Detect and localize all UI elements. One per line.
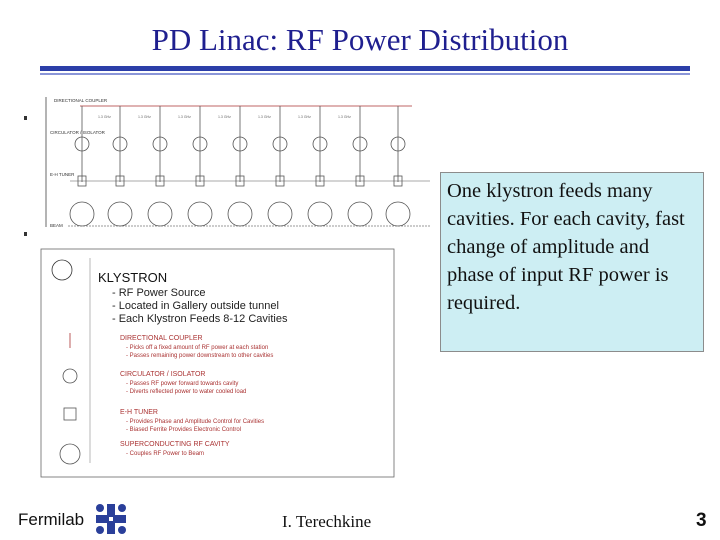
station-8 bbox=[347, 106, 373, 227]
klystron-line: - Each Klystron Feeds 8-12 Cavities bbox=[112, 313, 288, 325]
rf-distribution-schematic: DIRECTIONAL COUPLER 1.3 GHz 1.3 GHz 1.3 … bbox=[45, 97, 430, 228]
legend-item-line: - Picks off a fixed amount of RF power a… bbox=[126, 345, 268, 351]
station-9 bbox=[385, 106, 411, 227]
legend-item-coupler: DIRECTIONAL COUPLER - Picks off a fixed … bbox=[69, 333, 273, 359]
legend-item-line: - Passes RF power forward towards cavity bbox=[126, 381, 238, 387]
station-3 bbox=[147, 106, 173, 227]
svg-text:1.3 GHz: 1.3 GHz bbox=[138, 115, 151, 119]
svg-text:1.3 GHz: 1.3 GHz bbox=[298, 115, 311, 119]
legend-item-line: - Biased Ferrite Provides Electronic Con… bbox=[126, 427, 241, 433]
svg-text:1.3 GHz: 1.3 GHz bbox=[218, 115, 231, 119]
beam-label: BEAM bbox=[50, 223, 63, 228]
station-4 bbox=[187, 106, 213, 227]
station-2 bbox=[107, 106, 133, 227]
svg-text:1.3 GHz: 1.3 GHz bbox=[338, 115, 351, 119]
legend-item-circulator: CIRCULATOR / ISOLATOR - Passes RF power … bbox=[62, 368, 246, 395]
circulator-label: CIRCULATOR / ISOLATOR bbox=[50, 130, 106, 135]
presenter-name: I. Terechkine bbox=[282, 512, 372, 531]
fermilab-logo-icon bbox=[96, 504, 126, 534]
station-5 bbox=[227, 106, 253, 227]
svg-text:1.3 GHz: 1.3 GHz bbox=[258, 115, 271, 119]
legend-item-title: DIRECTIONAL COUPLER bbox=[120, 335, 203, 342]
slide-title: PD Linac: RF Power Distribution bbox=[151, 22, 569, 57]
legend-item-tuner: E-H TUNER - Provides Phase and Amplitude… bbox=[63, 407, 264, 433]
station-6 bbox=[267, 106, 293, 227]
klystron-icon bbox=[51, 259, 73, 281]
klystron-title: KLYSTRON bbox=[98, 270, 167, 285]
page-number: 3 bbox=[696, 510, 707, 531]
svg-text:1.3 GHz: 1.3 GHz bbox=[98, 115, 111, 119]
legend-item-line: - Passes remaining power downstream to o… bbox=[126, 353, 273, 359]
component-legend-panel: KLYSTRON - RF Power Source - Located in … bbox=[40, 248, 395, 478]
klystron-line: - Located in Gallery outside tunnel bbox=[112, 300, 279, 312]
station-headers: 1.3 GHz 1.3 GHz 1.3 GHz 1.3 GHz 1.3 GHz … bbox=[98, 115, 351, 119]
station-1 bbox=[69, 106, 95, 227]
legend-item-title: CIRCULATOR / ISOLATOR bbox=[120, 371, 205, 378]
coupler-label: DIRECTIONAL COUPLER bbox=[54, 98, 108, 103]
bullet-marker bbox=[24, 116, 27, 120]
callout-box: One klystron feeds many cavities. For ea… bbox=[440, 172, 704, 352]
legend-item-line: - Diverts reflected power to water coole… bbox=[126, 389, 246, 395]
svg-text:1.3 GHz: 1.3 GHz bbox=[178, 115, 191, 119]
title-rule-light bbox=[40, 73, 690, 75]
klystron-line: - RF Power Source bbox=[112, 287, 206, 299]
legend-item-title: E-H TUNER bbox=[120, 409, 158, 416]
legend-item-title: SUPERCONDUCTING RF CAVITY bbox=[120, 441, 230, 448]
tuner-label: E-H TUNER bbox=[50, 172, 75, 177]
footer-logo-text: Fermilab bbox=[18, 510, 85, 529]
legend-item-line: - Provides Phase and Amplitude Control f… bbox=[126, 419, 264, 425]
legend-item-line: - Couples RF Power to Beam bbox=[126, 451, 204, 457]
bullet-marker bbox=[24, 232, 27, 236]
station-7 bbox=[307, 106, 333, 227]
legend-item-cavity: SUPERCONDUCTING RF CAVITY - Couples RF P… bbox=[59, 441, 230, 465]
title-rule bbox=[40, 66, 690, 71]
